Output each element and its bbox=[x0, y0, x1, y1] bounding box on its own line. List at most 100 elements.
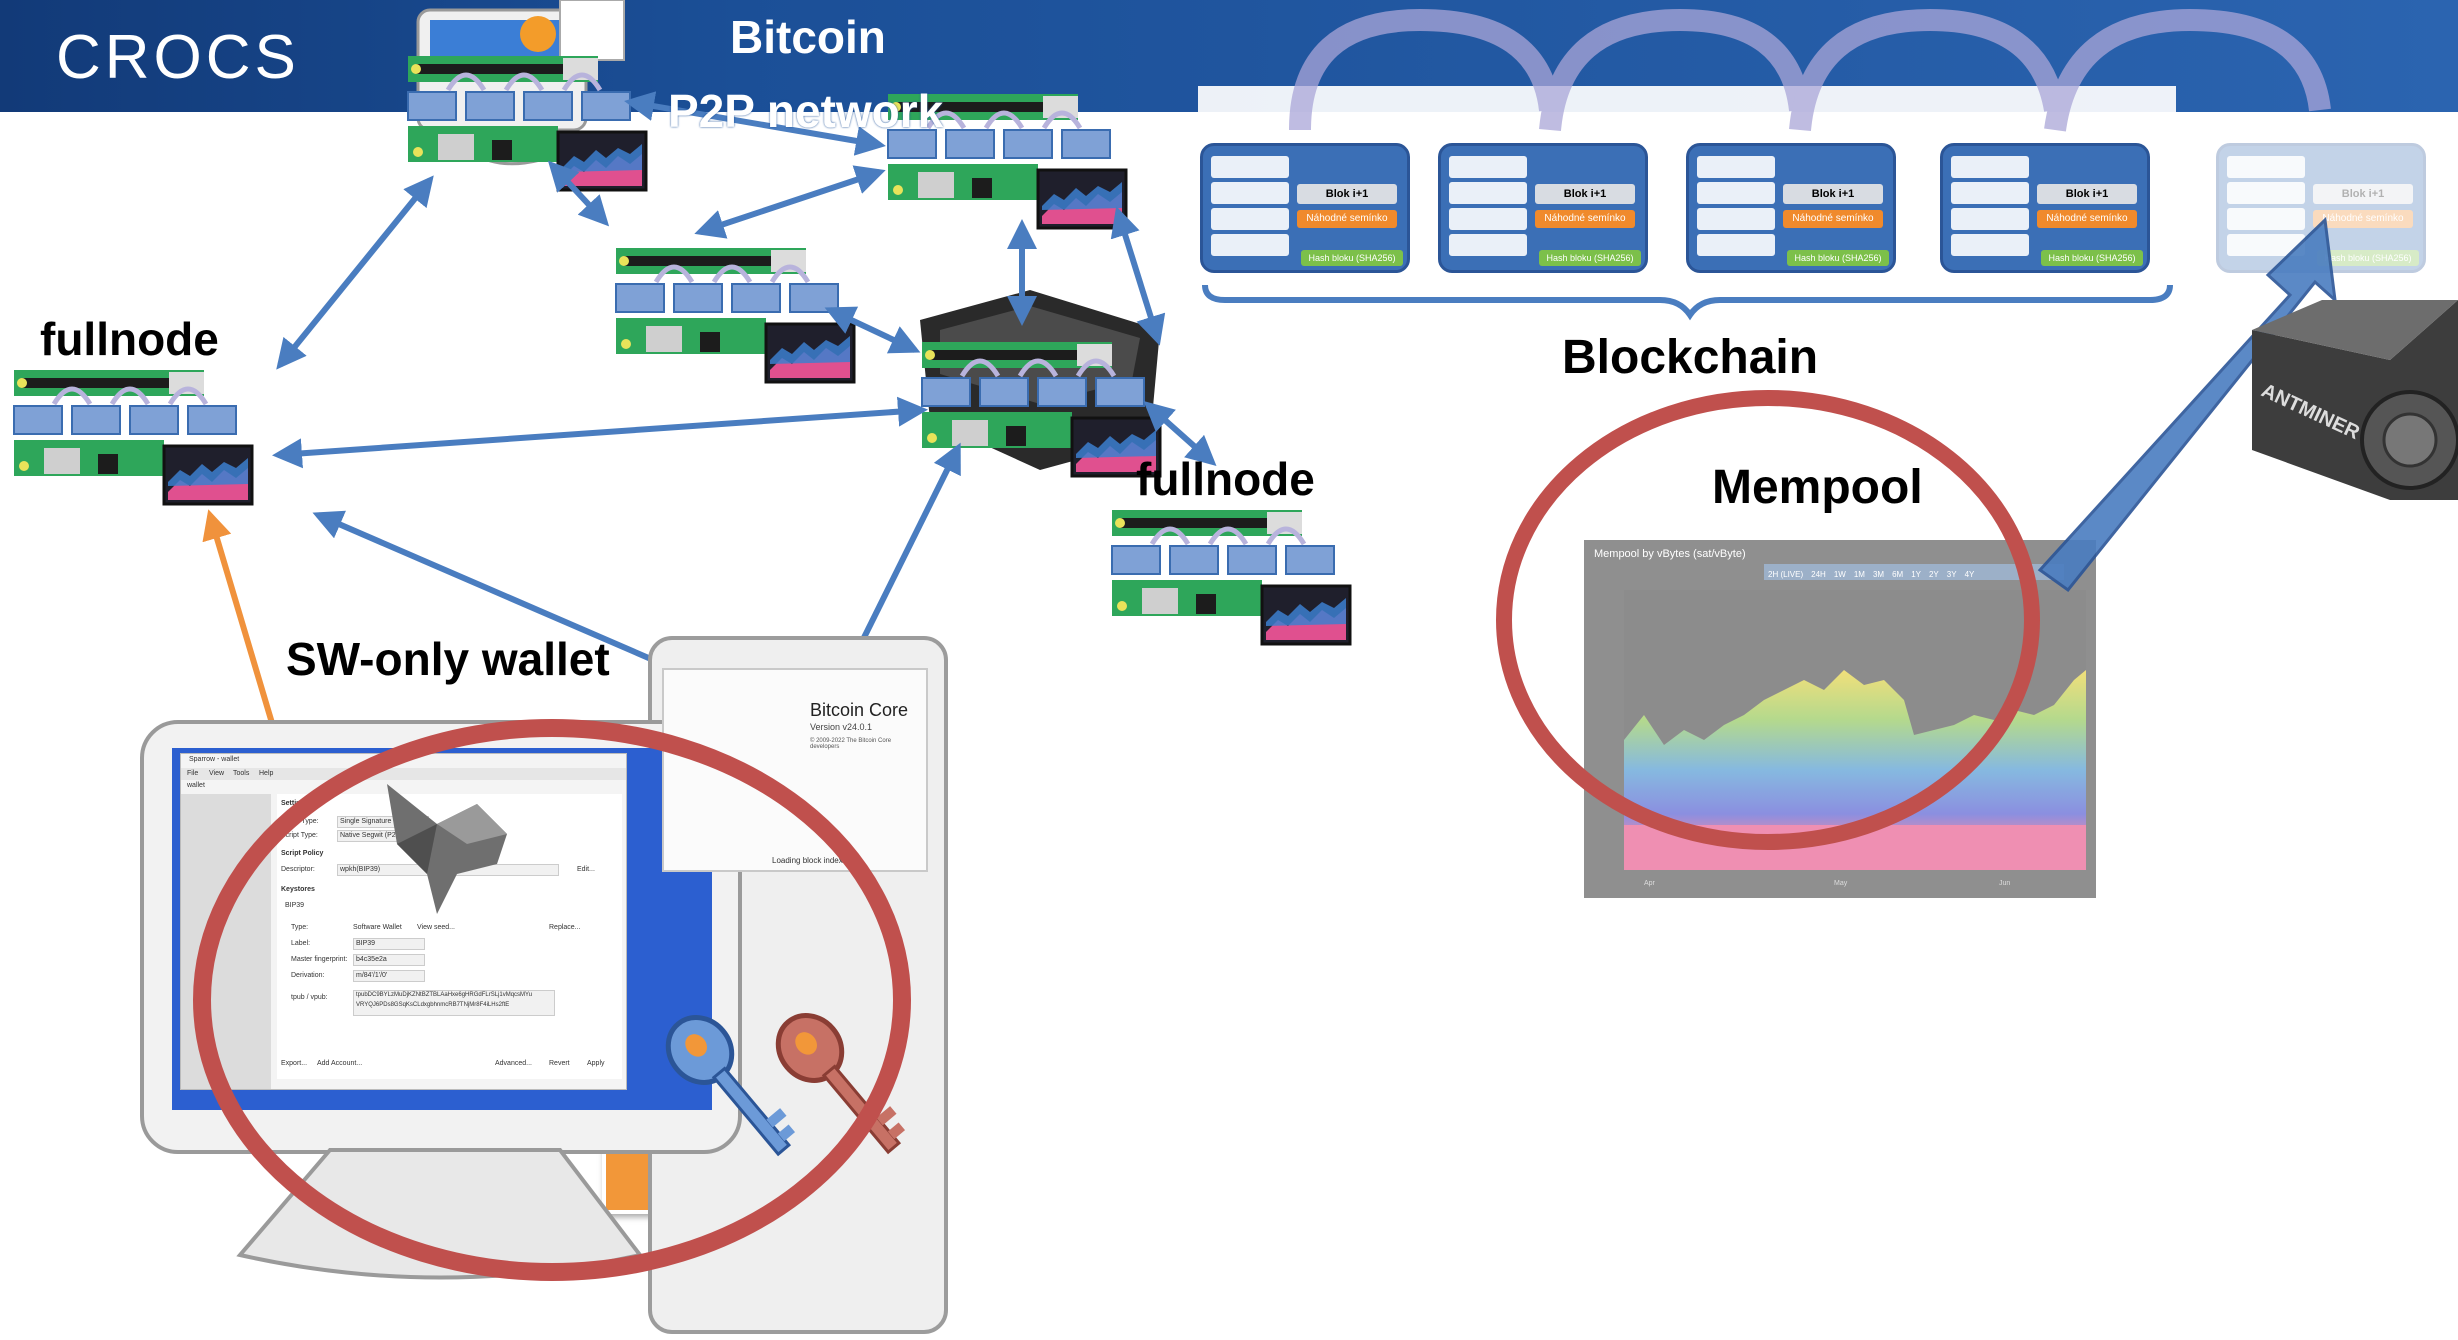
arrow-centerright-fullnoderight bbox=[1143, 401, 1217, 466]
export-button[interactable]: Export... bbox=[281, 1060, 308, 1067]
mempool-tab[interactable]: 3M bbox=[1872, 570, 1885, 579]
replace-button[interactable]: Replace... bbox=[549, 924, 581, 931]
edit-button[interactable]: Edit... bbox=[577, 866, 595, 873]
revert-button[interactable]: Revert bbox=[549, 1060, 570, 1067]
fingerprint-field[interactable]: b4c35e2a bbox=[353, 954, 425, 966]
block-title: Blok i+1 bbox=[1297, 184, 1397, 204]
apply-button[interactable]: Apply bbox=[587, 1060, 605, 1067]
block-seed: Náhodné semínko bbox=[2313, 210, 2413, 228]
block-seed: Náhodné semínko bbox=[1297, 210, 1397, 228]
block-tx-entry bbox=[1211, 156, 1289, 178]
policy-type-value: Single Signature bbox=[340, 818, 392, 825]
label-sw-wallet: SW-only wallet bbox=[286, 633, 610, 685]
block-tx-entry bbox=[1211, 208, 1289, 230]
mempool-tab[interactable]: 1M bbox=[1853, 570, 1865, 579]
x-tick-jun: Jun bbox=[1999, 880, 2010, 887]
mempool-tab[interactable]: 24H bbox=[1811, 570, 1826, 579]
mempool-tab[interactable]: 4Y bbox=[1964, 570, 1975, 579]
wallet-tab[interactable]: wallet bbox=[187, 782, 205, 789]
menu-help[interactable]: Help bbox=[259, 770, 274, 777]
sparrow-bird-logo bbox=[387, 784, 507, 914]
derivation-value: m/84'/1'/0' bbox=[356, 972, 388, 979]
xpub-field[interactable]: tpubDC9BYLzMuDjKZNtBZTBLAaHxe6gHRGdFLrSL… bbox=[353, 990, 555, 1016]
block-tx-entry bbox=[1951, 182, 2029, 204]
bitcoin-core-version: Version v24.0.1 bbox=[810, 722, 873, 732]
keystore-tab[interactable]: BIP39 bbox=[285, 902, 305, 909]
block-title: Blok i+1 bbox=[1535, 184, 1635, 204]
block-title: Blok i+1 bbox=[1783, 184, 1883, 204]
block-tx-entry bbox=[1211, 182, 1289, 204]
fingerprint-label: Master fingerprint: bbox=[291, 956, 348, 963]
block-tx-entry bbox=[2227, 234, 2305, 256]
view-seed-button[interactable]: View seed... bbox=[417, 924, 456, 931]
advanced-button[interactable]: Advanced... bbox=[495, 1060, 532, 1067]
block-tx-entry bbox=[1697, 234, 1775, 256]
block-tx-entry bbox=[1951, 156, 2029, 178]
mempool-tab[interactable]: 6M bbox=[1892, 570, 1904, 579]
arrow-top-topright bbox=[624, 91, 886, 156]
crocs-logo: CROCS bbox=[56, 23, 300, 92]
descriptor-value: wpkh(BIP39) bbox=[340, 866, 381, 873]
mempool-tab[interactable]: 1W bbox=[1833, 570, 1846, 579]
keys-icon bbox=[665, 1013, 906, 1157]
add-account-button[interactable]: Add Account... bbox=[317, 1060, 363, 1067]
network-title-line2: P2P network bbox=[668, 85, 944, 137]
x-tick-may: May bbox=[1834, 880, 1848, 887]
block-hash: Hash bloku (SHA256) bbox=[1301, 250, 1403, 266]
mempool-area bbox=[1624, 670, 2086, 870]
descriptor-label: Descriptor: bbox=[281, 866, 315, 873]
block-seed: Náhodné semínko bbox=[2037, 210, 2137, 228]
block-hash: Hash bloku (SHA256) bbox=[1787, 250, 1889, 266]
label-label: Label: bbox=[291, 940, 311, 947]
derivation-label: Derivation: bbox=[291, 972, 325, 979]
derivation-field[interactable]: m/84'/1'/0' bbox=[353, 970, 425, 982]
block-tx-entry bbox=[1951, 208, 2029, 230]
block-tx-entry bbox=[1449, 234, 1527, 256]
block-tx-entry bbox=[2227, 208, 2305, 230]
block-hash: Hash bloku (SHA256) bbox=[2317, 250, 2419, 266]
network-title-line1: Bitcoin bbox=[730, 11, 886, 63]
xpub-label: tpub / vpub: bbox=[291, 994, 328, 1001]
menu-view[interactable]: View bbox=[209, 770, 225, 777]
arrow-top-center bbox=[547, 160, 610, 227]
block-tx-entry bbox=[1211, 234, 1289, 256]
menu-tools[interactable]: Tools bbox=[233, 770, 250, 777]
arrow-center-centerright bbox=[824, 306, 921, 354]
arrow-fullnodeleft-centerright bbox=[272, 396, 928, 469]
block-tx-entry bbox=[1449, 182, 1527, 204]
block-tx-entry bbox=[1697, 182, 1775, 204]
bitcoin-core-copyright: © 2009-2022 The Bitcoin Core developers bbox=[810, 738, 892, 750]
mempool-chart-title: Mempool by vBytes (sat/vByte) bbox=[1594, 548, 1746, 560]
block-tx-entry bbox=[1951, 234, 2029, 256]
xpub-value-line2: VRYQJ6PDs8GSqKsCLdxgbhnmcRB7TNjMr8F4iLHs… bbox=[356, 1002, 510, 1008]
block-seed: Náhodné semínko bbox=[1535, 210, 1635, 228]
block-hash: Hash bloku (SHA256) bbox=[2041, 250, 2143, 266]
block-tx-entry bbox=[1697, 156, 1775, 178]
block-hash: Hash bloku (SHA256) bbox=[1539, 250, 1641, 266]
label-mempool: Mempool bbox=[1712, 461, 1923, 514]
ring-wallet bbox=[193, 719, 911, 1281]
mempool-tab[interactable]: 2Y bbox=[1928, 570, 1939, 579]
network-arrows bbox=[272, 91, 1217, 725]
wallet-window-title: Sparrow - wallet bbox=[189, 756, 240, 763]
bitcoin-core-splash: Bitcoin Core Version v24.0.1 © 2009-2022… bbox=[662, 668, 928, 872]
mempool-tab[interactable]: 2H (LIVE) bbox=[1768, 570, 1804, 579]
bitcoin-core-loading: Loading block index... bbox=[772, 856, 850, 865]
label-fullnode-right: fullnode bbox=[1136, 453, 1315, 505]
script-policy-heading: Script Policy bbox=[281, 850, 324, 857]
menu-file[interactable]: File bbox=[187, 770, 199, 777]
script-type-label: Script Type: bbox=[281, 832, 318, 839]
block-tx-entry bbox=[1449, 156, 1527, 178]
mempool-chart-tabs: 2H (LIVE) 24H 1W 1M 3M 6M 1Y 2Y 3Y 4Y bbox=[1764, 564, 2064, 580]
mempool-tab[interactable]: 3Y bbox=[1946, 570, 1957, 579]
block-tx-entry bbox=[1449, 208, 1527, 230]
label-field[interactable]: BIP39 bbox=[353, 938, 425, 950]
label-value: BIP39 bbox=[356, 940, 376, 947]
mempool-tab[interactable]: 1Y bbox=[1911, 570, 1921, 579]
xpub-value-line1: tpubDC9BYLzMuDjKZNtBZTBLAaHxe6gHRGdFLrSL… bbox=[356, 992, 533, 998]
script-type-value: Native Segwit (P2WPKH) bbox=[340, 832, 419, 839]
